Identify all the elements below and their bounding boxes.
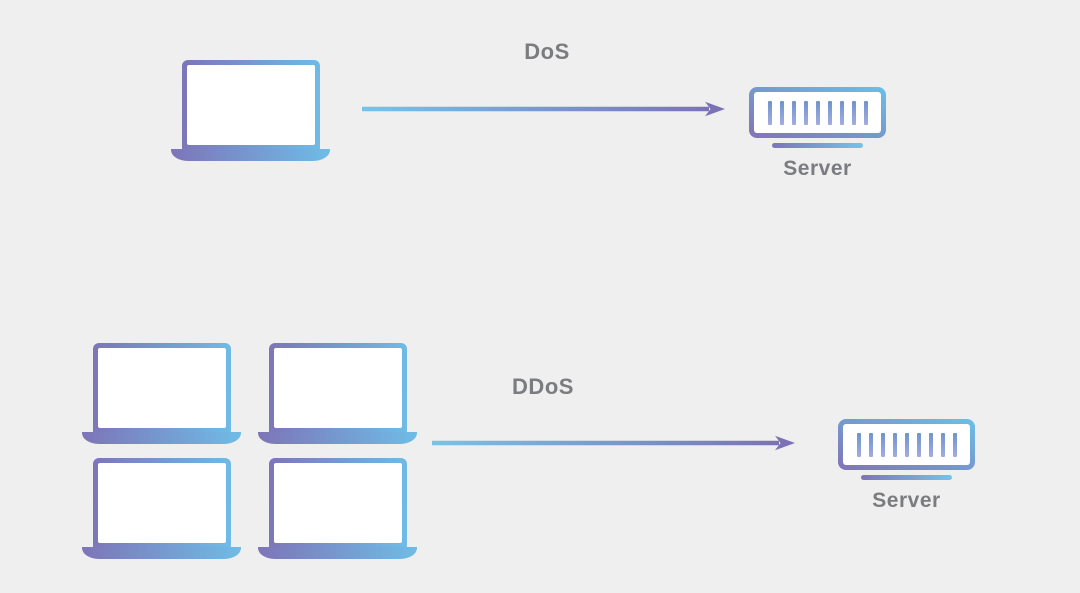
vent-bar (851, 100, 856, 125)
laptop-base (258, 432, 417, 444)
server-icon: Server (838, 419, 975, 513)
server-label: Server (783, 157, 852, 180)
vent-bar (892, 432, 897, 457)
laptop-screen-display (97, 463, 226, 543)
vent-bar (952, 432, 957, 457)
vent-bar (904, 432, 909, 457)
vent-bar (940, 432, 945, 457)
vent-bar (928, 432, 933, 457)
laptop-icon (258, 458, 417, 559)
vent-bar (863, 100, 868, 125)
laptop-base (258, 547, 417, 559)
server-vents (754, 92, 881, 133)
laptop-base (171, 149, 330, 161)
laptop-screen (92, 458, 231, 548)
server-shadow-bar (861, 475, 952, 480)
laptop-base (82, 432, 241, 444)
ddos-attacker-laptops (82, 343, 417, 559)
laptop-screen-display (273, 348, 402, 428)
laptop-screen (268, 458, 407, 548)
vent-bar (779, 100, 784, 125)
laptop-screen-display (97, 348, 226, 428)
arrow-right-icon (432, 435, 795, 451)
laptop-screen (268, 343, 407, 433)
vent-bar (767, 100, 772, 125)
laptop-screen (181, 60, 320, 150)
vent-bar (880, 432, 885, 457)
server-chassis (749, 87, 886, 138)
vent-bar (803, 100, 808, 125)
vent-bar (827, 100, 832, 125)
vent-bar (856, 432, 861, 457)
server-shadow-bar (772, 143, 863, 148)
laptop-screen (92, 343, 231, 433)
server-label: Server (872, 489, 941, 512)
laptop-icon (258, 343, 417, 444)
server-vents (843, 424, 970, 465)
vent-bar (791, 100, 796, 125)
laptop-screen-display (186, 65, 315, 145)
server-chassis (838, 419, 975, 470)
vent-bar (815, 100, 820, 125)
dos-label: DoS (524, 39, 570, 64)
vent-bar (916, 432, 921, 457)
laptop-icon (82, 343, 241, 444)
vent-bar (868, 432, 873, 457)
laptop-screen-display (273, 463, 402, 543)
server-icon: Server (749, 87, 886, 181)
laptop-base (82, 547, 241, 559)
laptop-icon (171, 60, 330, 161)
dos-attacker-laptops (171, 60, 330, 161)
vent-bar (839, 100, 844, 125)
laptop-icon (82, 458, 241, 559)
arrow-right-icon (362, 101, 725, 117)
ddos-label: DDoS (512, 374, 574, 399)
